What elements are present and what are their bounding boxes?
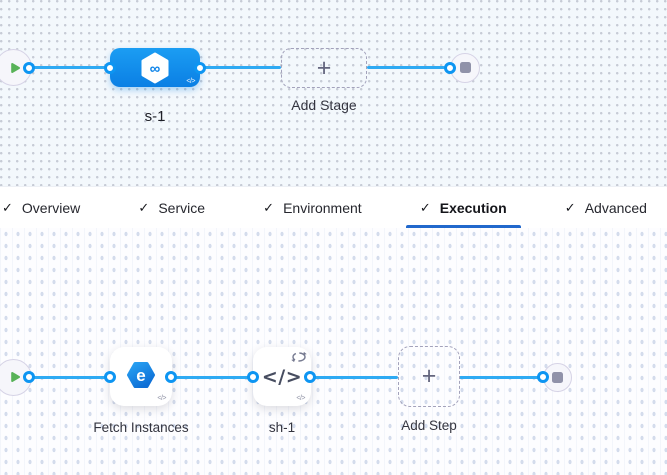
connector-port bbox=[104, 61, 116, 74]
connector-port bbox=[247, 371, 259, 383]
stage-hexagon-icon: ∞ bbox=[140, 52, 170, 84]
tab-environment[interactable]: ✓ Environment bbox=[249, 187, 376, 228]
code-badge-icon: </> bbox=[296, 395, 305, 402]
tab-label: Environment bbox=[283, 199, 362, 216]
checkmark-icon: ✓ bbox=[2, 199, 13, 215]
stage-config-tabbar: ✓ Overview ✓ Service ✓ Environment ✓ Exe… bbox=[0, 186, 667, 228]
tab-label: Advanced bbox=[584, 199, 647, 216]
connector-port bbox=[104, 371, 116, 383]
stage-graph-canvas[interactable]: ∞ </> s-1 + Add Stage bbox=[0, 0, 667, 186]
connector-line bbox=[367, 66, 445, 69]
connector-port bbox=[165, 371, 177, 383]
checkmark-icon: ✓ bbox=[419, 199, 431, 215]
connector-port bbox=[537, 371, 549, 383]
stop-icon bbox=[552, 371, 563, 383]
add-step-button[interactable]: + bbox=[398, 346, 460, 407]
connector-port bbox=[444, 61, 456, 74]
stop-icon bbox=[459, 62, 471, 73]
code-badge-icon: </> bbox=[157, 395, 166, 402]
step-name-label: sh-1 bbox=[268, 420, 296, 435]
execution-graph-canvas[interactable]: e </> Fetch Instances </> </> sh-1 bbox=[0, 228, 667, 475]
fetch-instances-icon: e bbox=[126, 360, 156, 390]
connector-port bbox=[23, 371, 35, 383]
stage-name-label: s-1 bbox=[144, 108, 166, 125]
connector-line bbox=[200, 66, 281, 69]
connector-line bbox=[459, 375, 540, 379]
connector-line bbox=[29, 375, 110, 379]
tab-execution[interactable]: ✓ Execution bbox=[405, 187, 521, 228]
tab-service[interactable]: ✓ Service bbox=[124, 187, 219, 228]
checkmark-icon: ✓ bbox=[263, 199, 275, 215]
connector-port bbox=[194, 61, 206, 74]
shell-script-icon: </> bbox=[261, 365, 303, 388]
connector-port bbox=[23, 61, 35, 74]
add-stage-label: Add Stage bbox=[291, 97, 357, 113]
step-node-fetch-instances[interactable]: e </> bbox=[110, 347, 172, 406]
tab-label: Overview bbox=[21, 199, 81, 216]
plus-icon: + bbox=[316, 53, 332, 82]
play-icon bbox=[8, 370, 22, 384]
checkmark-icon: ✓ bbox=[564, 199, 576, 215]
tab-advanced[interactable]: ✓ Advanced bbox=[551, 187, 661, 228]
svg-text:e: e bbox=[136, 366, 145, 385]
add-stage-button[interactable]: + bbox=[281, 48, 367, 88]
tab-label: Service bbox=[158, 199, 206, 216]
checkmark-icon: ✓ bbox=[138, 199, 150, 215]
plus-icon: + bbox=[421, 362, 437, 390]
tab-label: Execution bbox=[439, 199, 507, 216]
connector-line bbox=[171, 375, 253, 379]
loop-icon bbox=[290, 350, 308, 369]
code-badge-icon: </> bbox=[186, 78, 195, 85]
tab-overview[interactable]: ✓ Overview bbox=[0, 187, 94, 228]
step-node-sh1[interactable]: </> </> bbox=[253, 347, 311, 406]
svg-text:∞: ∞ bbox=[150, 60, 161, 77]
connector-port bbox=[304, 371, 316, 383]
connector-line bbox=[29, 66, 110, 69]
connector-line bbox=[310, 375, 398, 379]
step-name-label: Fetch Instances bbox=[93, 420, 189, 435]
add-step-label: Add Step bbox=[401, 418, 457, 433]
play-icon bbox=[8, 61, 22, 75]
stage-node-s1[interactable]: ∞ </> bbox=[110, 48, 200, 87]
